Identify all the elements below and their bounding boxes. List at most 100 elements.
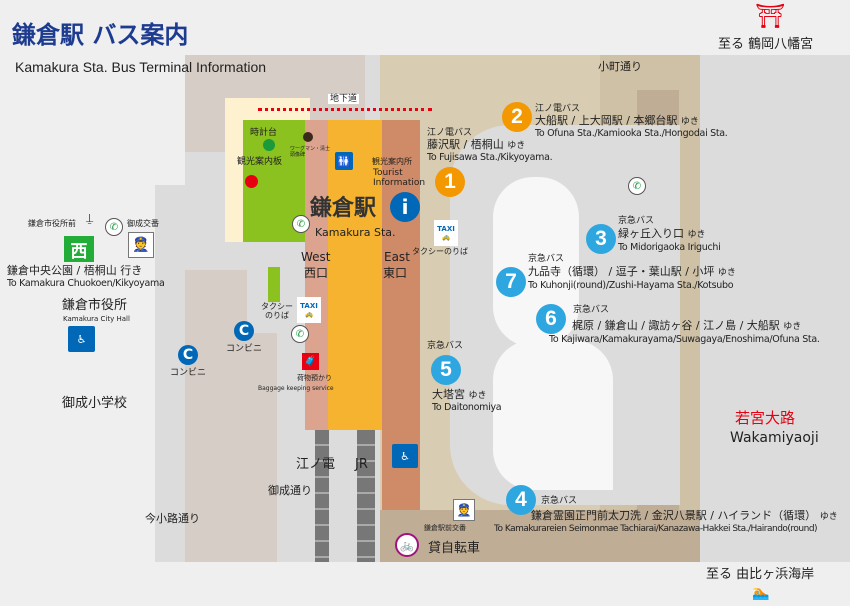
- bus-stop-1-dest-jp: 藤沢駅 / 梧桐山 ゆき: [427, 138, 526, 151]
- police-box-icon: 👮: [453, 499, 475, 521]
- to-beach: 至る 由比ヶ浜海岸: [706, 567, 815, 582]
- station-name-jp: 鎌倉駅: [310, 196, 377, 221]
- block: [700, 55, 850, 562]
- taxi-text: TAXI: [300, 302, 318, 310]
- bus-stop-7-dest-jp: 九品寺（循環） / 逗子・葉山駅 / 小坪 ゆき: [528, 265, 736, 278]
- baggage-en: Baggage keeping service: [258, 385, 334, 392]
- taxi-text: TAXI: [437, 225, 455, 233]
- bus-stop-4-company: 京急バス: [541, 496, 578, 506]
- guide-board-label: 観光案内板: [237, 157, 283, 167]
- convenience-store-icon: C: [178, 345, 198, 365]
- bus-stop-3-dest-jp: 緑ヶ丘入り口 ゆき: [618, 227, 706, 240]
- bus-stop-2-dest-en: To Ofuna Sta./Kamiooka Sta./Hongodai Sta…: [535, 128, 728, 139]
- west-bus-badge: 西: [64, 236, 94, 262]
- bus-stop-6-dest-jp: 梶原 / 鎌倉山 / 諏訪ヶ谷 / 江ノ島 / 大船駅 ゆき: [572, 319, 802, 332]
- west-exit-jp: 西口: [304, 266, 329, 280]
- bus-stop-5-marker[interactable]: 5: [431, 355, 461, 385]
- block: [247, 333, 277, 562]
- underpass-label: 地下道: [328, 94, 360, 105]
- west-exit-en: West: [301, 250, 331, 264]
- city-hall-en: Kamakura City Hall: [63, 315, 130, 323]
- bus-stop-7-dest-en: To Kuhonji(round)/Zushi-Hayama Sta./Kots…: [528, 280, 734, 291]
- phone-icon: ✆: [291, 325, 309, 343]
- bus-stop-7-marker[interactable]: 7: [496, 267, 526, 297]
- block: [185, 270, 247, 562]
- west-route-jp: 鎌倉中央公園 / 梧桐山 行き: [7, 264, 143, 277]
- bus-stop-6-company: 京急バス: [573, 305, 610, 315]
- taxi-icon: TAXI🚕: [434, 220, 458, 246]
- bicycle-icon: 🚲: [395, 533, 419, 557]
- west-platform: [305, 120, 328, 430]
- phone-icon: ✆: [105, 218, 123, 236]
- block: [0, 562, 850, 606]
- phone-icon: ✆: [628, 177, 646, 195]
- street-onari: 御成通り: [268, 484, 312, 497]
- block: [155, 55, 185, 185]
- police-box-east-label: 鎌倉駅前交番: [424, 524, 466, 532]
- bus-stop-5-dest-en: To Daitonomiya: [432, 402, 502, 413]
- station-name-en: Kamakura Sta.: [315, 226, 396, 239]
- accessible-restroom-icon: ♿: [68, 326, 95, 352]
- bike-rental-label: 貸自転車: [428, 541, 481, 556]
- east-exit-jp: 東口: [383, 266, 408, 280]
- station-building: [328, 120, 382, 430]
- bus-stop-5-dest-jp: 大塔宮 ゆき: [432, 388, 487, 401]
- convenience-store-icon: C: [234, 321, 254, 341]
- bus-stop-2-company: 江ノ電バス: [535, 104, 581, 114]
- enoden-label: 江ノ電: [296, 457, 336, 472]
- bus-stop-6-marker[interactable]: 6: [536, 304, 566, 334]
- bus-stop-4-marker[interactable]: 4: [506, 485, 536, 515]
- page-title: 鎌倉駅 バス案内: [12, 21, 189, 49]
- bus-stop-2-marker[interactable]: 2: [502, 102, 532, 132]
- monument-marker: [303, 132, 313, 142]
- jr-rail: [357, 430, 375, 562]
- bus-stop-1-marker[interactable]: 1: [435, 167, 465, 197]
- street-komachi: 小町通り: [598, 60, 642, 73]
- bus-stop-6-dest-en: To Kajiwara/Kamakurayama/Suwagaya/Enoshi…: [549, 334, 820, 345]
- taxi-icon: TAXI🚕: [297, 297, 321, 323]
- bus-stop-4-dest-jp: 鎌倉霊園正門前太刀洗 / 金沢八景駅 / ハイランド（循環） ゆき: [531, 509, 838, 522]
- onari-school: 御成小学校: [62, 396, 128, 411]
- bus-stop-5-company: 京急バス: [427, 341, 464, 351]
- baggage-jp: 荷物預かり: [297, 374, 332, 382]
- swimming-icon: 🏊: [752, 585, 770, 601]
- block: [380, 510, 700, 562]
- west-badge-text: 西: [70, 241, 88, 262]
- city-hall-jp: 鎌倉市役所: [62, 298, 128, 313]
- conv-label: コンビニ: [170, 368, 207, 378]
- taxi-west-label: タクシー のりば: [261, 302, 293, 321]
- clock-tower-marker: [263, 139, 275, 151]
- bus-stop-icon: ⍊: [86, 211, 94, 225]
- bus-stop-3-company: 京急バス: [618, 216, 655, 226]
- east-exit-en: East: [384, 250, 410, 264]
- conv-label: コンビニ: [226, 344, 263, 354]
- tourist-info-en: Tourist Information: [373, 168, 426, 189]
- bus-stop-3-marker[interactable]: 3: [586, 224, 616, 254]
- bus-stop-label: 鎌倉市役所前: [28, 219, 76, 228]
- police-box-icon: 👮: [128, 232, 154, 258]
- island: [493, 340, 613, 490]
- tourist-info-jp: 観光案内所: [372, 157, 412, 166]
- bus-stop-3-dest-en: To Midorigaoka Iriguchi: [618, 242, 721, 253]
- police-label: 御成交番: [127, 219, 159, 228]
- restroom-icon: 🚻: [335, 152, 353, 170]
- to-shrine: 至る 鶴岡八幡宮: [718, 37, 814, 52]
- enoden-rail: [315, 430, 329, 562]
- torii-icon: ⛩: [755, 2, 786, 30]
- street-wakamiya-jp: 若宮大路: [735, 409, 796, 427]
- taxi-east-label: タクシーのりば: [412, 247, 468, 256]
- baggage-icon: 🧳: [302, 353, 319, 370]
- accessible-restroom-icon: ♿: [392, 444, 418, 468]
- monument-label: ワーグマン・清士 頭像碑: [290, 146, 331, 158]
- street-imakoji: 今小路通り: [145, 512, 200, 525]
- info-icon: i: [390, 192, 420, 222]
- page-subtitle: Kamakura Sta. Bus Terminal Information: [15, 59, 267, 75]
- bus-stop-4-dest-en: To Kamakurareien Seimonmae Tachiarai/Kan…: [494, 524, 818, 534]
- bus-stop-2-dest-jp: 大船駅 / 上大岡駅 / 本郷台駅 ゆき: [535, 114, 699, 127]
- taxi-strip: [268, 267, 280, 302]
- clock-tower-label: 時計台: [250, 128, 278, 138]
- phone-icon: ✆: [292, 215, 310, 233]
- street-wakamiya-en: Wakamiyaoji: [730, 430, 819, 446]
- bus-stop-1-dest-en: To Fujisawa Sta./Kikyoyama.: [427, 152, 553, 163]
- underpass-arrow: [258, 108, 432, 111]
